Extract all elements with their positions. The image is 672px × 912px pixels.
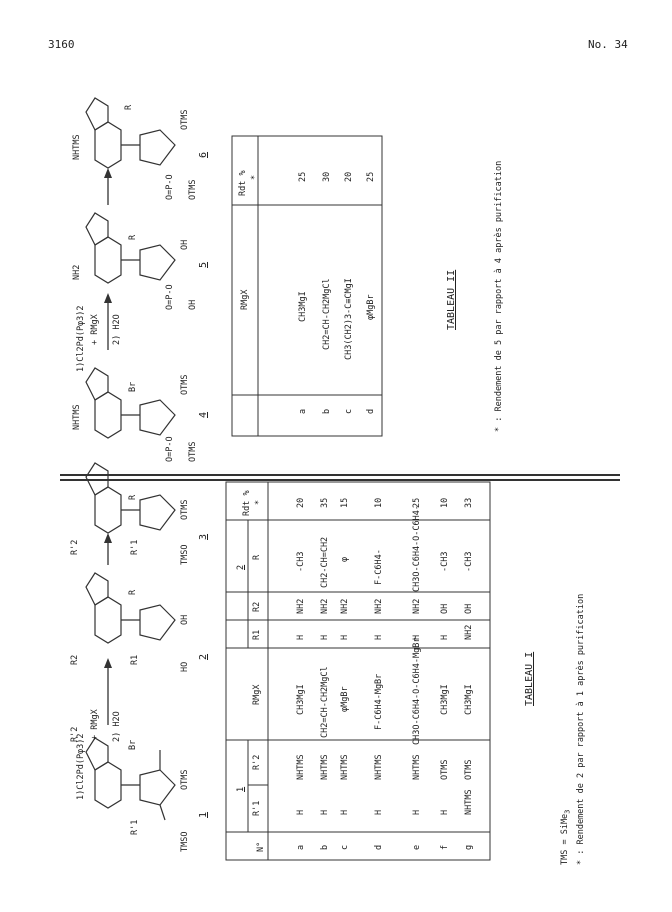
table2-row-a-rmgx: CH3MgI <box>298 291 308 322</box>
table2-row-c-n: c <box>344 408 354 414</box>
section-separator-top <box>60 474 620 476</box>
table2-row-b-rmgx: CH2=CH-CH2MgCl <box>322 278 332 350</box>
table2-row-d-n: d <box>366 408 376 414</box>
table2-col-rdt-star: * <box>250 174 260 180</box>
compound-2-structure <box>85 572 176 644</box>
compound-5-structure <box>85 212 176 284</box>
page-number: 3160 <box>48 38 75 51</box>
compound-1-structure <box>85 737 176 821</box>
tableau-2-caption: TABLEAU II <box>446 269 457 330</box>
compound-6-structure <box>85 97 176 169</box>
table2-row-a-rdt: 25 <box>298 171 308 182</box>
table2-row-a-n: a <box>298 408 308 414</box>
table2-col-rdt: Rdt % <box>238 170 248 196</box>
section-separator-bottom <box>60 479 620 481</box>
table2-row-c-rdt: 20 <box>344 171 354 182</box>
table2-row-d-rmgx: φMgBr <box>366 294 376 320</box>
table2-row-b-n: b <box>322 408 332 414</box>
table2-col-rmgx: RMgX <box>240 289 250 310</box>
table2-row-d-rdt: 25 <box>366 171 376 182</box>
compound-4-structure <box>85 367 176 439</box>
tableau-2-footnote: * : Rendement de 5 par rapport à 4 après… <box>494 160 504 432</box>
table2-row-c-rmgx: CH3(CH2)3-C≡CMgI <box>344 278 354 360</box>
compound-3-structure <box>85 462 176 534</box>
table2-row-b-rdt: 30 <box>322 171 332 182</box>
issue-number: No. 34 <box>588 38 628 51</box>
